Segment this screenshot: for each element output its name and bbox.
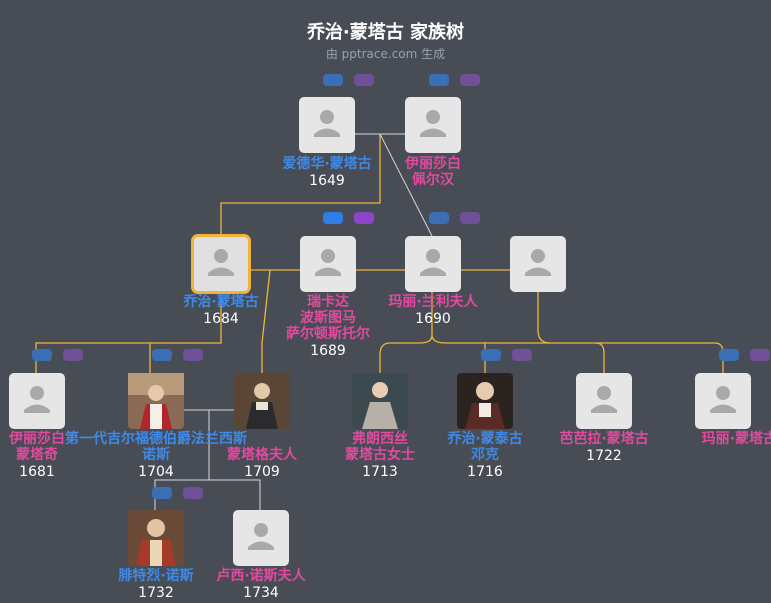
- branch-tag-icon[interactable]: [429, 212, 449, 224]
- person-name: 弗朗西丝 蒙塔古女士: [345, 431, 415, 463]
- parent-child-link: [537, 292, 551, 344]
- branch-tag-icon[interactable]: [719, 349, 739, 361]
- person-silhouette-icon: [510, 236, 566, 292]
- person-year: 1684: [203, 311, 239, 327]
- portrait-frederick: [128, 510, 184, 566]
- portrait-frances: [352, 373, 408, 429]
- parent-child-link: [485, 342, 605, 373]
- person-silhouette-icon: [405, 236, 461, 292]
- person-year: 1734: [243, 585, 279, 601]
- branch-tag-icon[interactable]: [152, 349, 172, 361]
- person-name: 芭芭拉·蒙塔古: [559, 431, 649, 447]
- branch-tag-icon[interactable]: [429, 74, 449, 86]
- person-silhouette-icon: [233, 510, 289, 566]
- person-name: 乔治·蒙泰古 邓克: [447, 431, 523, 463]
- portrait-guilford: [128, 373, 184, 429]
- branch-tag-icon[interactable]: [481, 349, 501, 361]
- parent-child-link: [431, 334, 486, 373]
- branch-tag-icon[interactable]: [63, 349, 83, 361]
- branch-tag-icon[interactable]: [183, 349, 203, 361]
- person-year: 1722: [586, 448, 622, 464]
- person-name: 玛丽·兰利夫人: [388, 294, 478, 310]
- person-name: 卢西·诺斯夫人: [216, 568, 306, 584]
- person-name: 瑞卡达 波斯图马 萨尔顿斯托尔: [286, 294, 370, 342]
- person-name: 伊丽莎白 佩尔汉: [405, 156, 461, 188]
- parent-child-link: [379, 133, 433, 237]
- person-year: 1716: [467, 464, 503, 480]
- person-silhouette-icon: [576, 373, 632, 429]
- page-title: 乔治·蒙塔古 家族树: [306, 22, 465, 43]
- person-name: 蒙塔格夫人: [227, 447, 297, 463]
- person-year: 1713: [362, 464, 398, 480]
- person-year: 1704: [138, 464, 174, 480]
- branch-tag-icon[interactable]: [32, 349, 52, 361]
- person-silhouette-icon: [695, 373, 751, 429]
- parent-child-link: [261, 269, 271, 373]
- person-year: 1649: [309, 173, 345, 189]
- person-year: 1689: [310, 343, 346, 359]
- branch-tag-icon[interactable]: [512, 349, 532, 361]
- page-subtitle: 由 pptrace.com 生成: [325, 47, 446, 61]
- person-year: 1681: [19, 464, 55, 480]
- branch-tag-icon[interactable]: [152, 487, 172, 499]
- person-name: 腓特烈·诺斯: [118, 568, 194, 584]
- person-name: 玛丽·蒙塔古: [701, 431, 771, 447]
- person-silhouette-icon: [405, 97, 461, 153]
- person-silhouette-icon: [299, 97, 355, 153]
- branch-tag-icon[interactable]: [460, 74, 480, 86]
- branch-tag-icon[interactable]: [323, 212, 343, 224]
- person-silhouette-icon: [9, 373, 65, 429]
- portrait-george-dunk: [457, 373, 513, 429]
- branch-tag-icon[interactable]: [354, 212, 374, 224]
- person-year: 1690: [415, 311, 451, 327]
- branch-tag-icon[interactable]: [354, 74, 374, 86]
- person-year: 1709: [244, 464, 280, 480]
- person-name: 爱德华·蒙塔古: [282, 156, 372, 172]
- parent-child-link: [596, 342, 724, 373]
- branch-tag-icon[interactable]: [750, 349, 770, 361]
- person-silhouette-icon: [300, 236, 356, 292]
- parent-child-link: [379, 292, 433, 373]
- person-silhouette-icon: [191, 234, 251, 294]
- branch-tag-icon[interactable]: [460, 212, 480, 224]
- branch-tag-icon[interactable]: [323, 74, 343, 86]
- parent-child-link: [209, 479, 261, 510]
- person-name: 第一代吉尔福德伯爵法兰西斯 诺斯: [65, 431, 247, 463]
- person-year: 1732: [138, 585, 174, 601]
- branch-tag-icon[interactable]: [183, 487, 203, 499]
- person-name: 伊丽莎白 蒙塔奇: [9, 431, 65, 463]
- portrait-lady-montagu: [234, 373, 290, 429]
- parent-child-link: [220, 134, 381, 236]
- person-name: 乔治·蒙塔古: [183, 294, 259, 310]
